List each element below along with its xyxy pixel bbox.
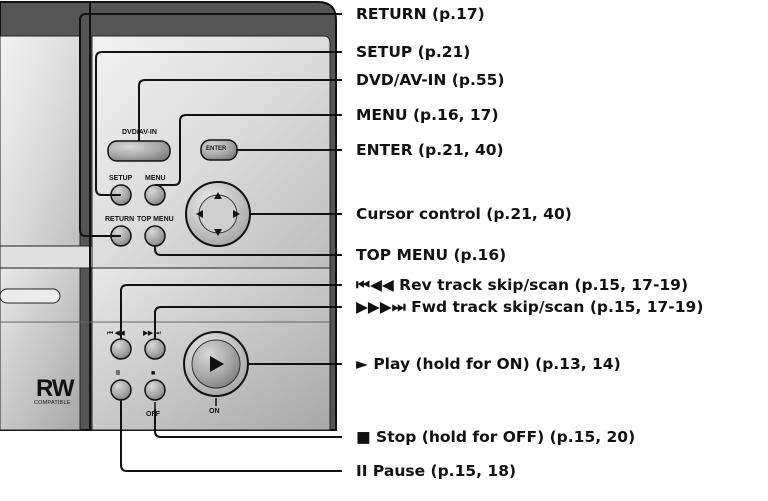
panel-label-setup: SETUP xyxy=(109,175,133,182)
callout-rev-skip: ⏮◀◀ Rev track skip/scan (p.15, 17-19) xyxy=(356,276,689,294)
leader-rev xyxy=(120,284,342,339)
dvd-av-in-button xyxy=(107,140,171,162)
callout-setup: SETUP (p.21) xyxy=(356,43,471,61)
leader-setup xyxy=(95,51,342,196)
left-upper-panel xyxy=(0,35,81,269)
panel-label-menu: MENU xyxy=(145,175,166,182)
callout-menu: MENU (p.16, 17) xyxy=(356,106,499,124)
callout-dvd-av-in: DVD/AV-IN (p.55) xyxy=(356,71,505,89)
panel-label-top-menu: TOP MENU xyxy=(137,216,174,223)
callout-cursor-control: Cursor control (p.21, 40) xyxy=(356,205,572,223)
panel-label-fwd-symbols: ▶▶ ⏭ xyxy=(143,329,161,337)
cursor-left-arrow xyxy=(196,210,203,218)
callout-return: RETURN (p.17) xyxy=(356,5,485,23)
stop-button xyxy=(144,379,166,401)
cursor-right-arrow xyxy=(233,210,240,218)
callout-play: ► Play (hold for ON) (p.13, 14) xyxy=(356,355,621,373)
leader-pause xyxy=(120,400,342,472)
leader-dvd-av-in xyxy=(138,79,342,141)
leader-menu xyxy=(155,114,342,186)
panel-label-off: OFF xyxy=(146,411,160,418)
leader-stop xyxy=(154,409,342,438)
rev-skip-button xyxy=(110,338,132,360)
play-icon xyxy=(210,356,224,372)
cursor-down-arrow xyxy=(214,229,222,236)
panel-label-return: RETURN xyxy=(105,216,135,223)
rw-compatible-text: COMPATIBLE xyxy=(34,400,71,406)
top-menu-button xyxy=(144,225,166,247)
pause-button xyxy=(110,379,132,401)
fwd-skip-button xyxy=(144,338,166,360)
callout-enter: ENTER (p.21, 40) xyxy=(356,141,504,159)
leader-fwd xyxy=(154,306,342,339)
callout-fwd-skip: ▶▶▶⏭ Fwd track skip/scan (p.15, 17-19) xyxy=(356,298,704,316)
callout-pause: II Pause (p.15, 18) xyxy=(356,462,517,480)
rw-logo: RW xyxy=(36,375,75,402)
panel-label-dvd-av-in: DVD/AV-IN xyxy=(122,129,157,136)
tray-indicator xyxy=(0,288,61,304)
panel-label-pause: II xyxy=(116,370,120,377)
menu-button xyxy=(144,184,166,206)
leader-return xyxy=(79,13,342,237)
panel-label-stop: ■ xyxy=(151,370,156,377)
panel-label-enter: ENTER xyxy=(206,146,227,152)
callout-top-menu: TOP MENU (p.16) xyxy=(356,246,507,264)
cursor-up-arrow xyxy=(214,192,222,199)
panel-label-on: ON xyxy=(209,408,220,415)
leader-top-menu xyxy=(154,246,342,256)
callout-stop: ■ Stop (hold for OFF) (p.15, 20) xyxy=(356,428,636,446)
panel-label-rev-symbols: ⏮ ◀◀ xyxy=(107,329,125,337)
